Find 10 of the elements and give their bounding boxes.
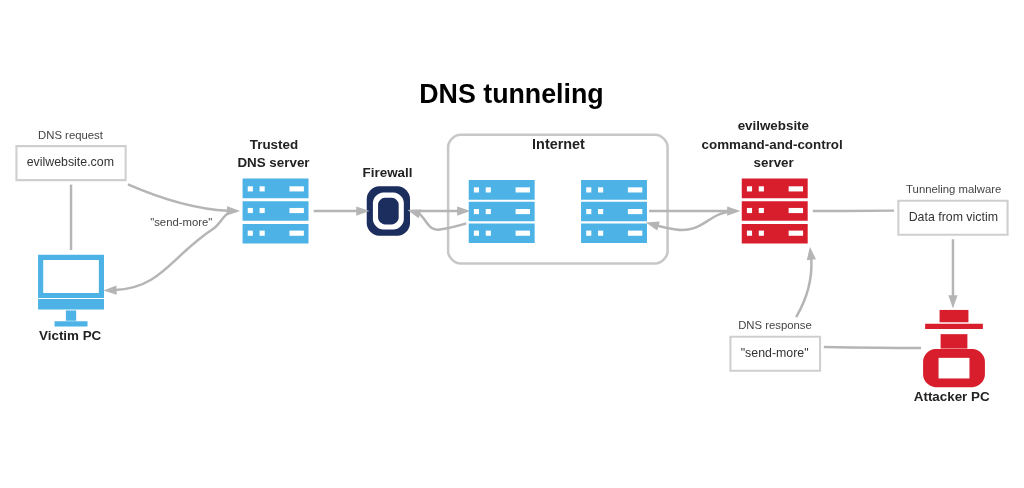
node-label: Firewall: [362, 165, 413, 181]
node-label: DNS response: [738, 319, 812, 332]
node-label: Victim PC: [39, 328, 102, 344]
node-label: Attacker PC: [913, 389, 990, 405]
node-label: DNS request: [38, 128, 103, 141]
node-label: Tunneling malware: [906, 183, 1002, 196]
node-label: Trusted DNS server: [237, 136, 310, 171]
edge-label: "send-more": [150, 216, 213, 229]
diagram-title: DNS tunneling: [419, 78, 604, 109]
node-label: evilwebsite command-and-control server: [701, 118, 843, 171]
